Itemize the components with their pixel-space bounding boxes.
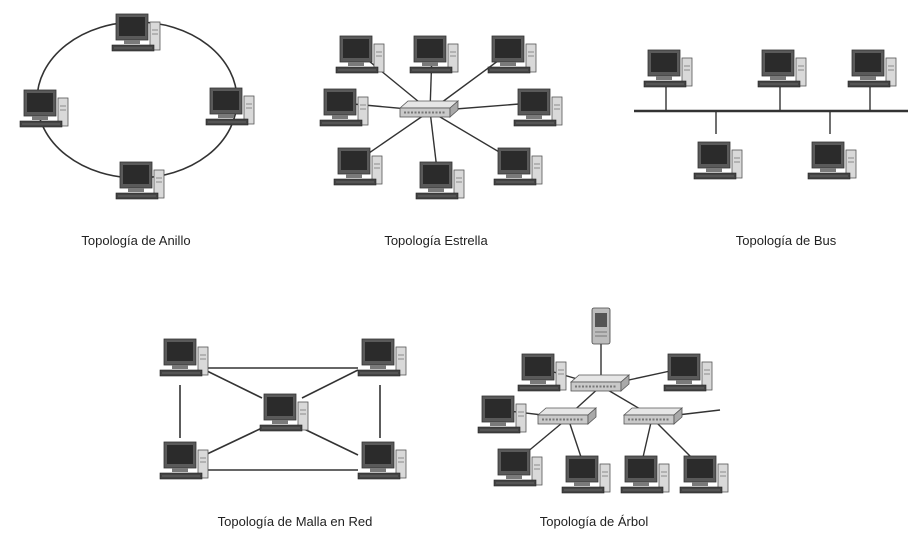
computer-icon xyxy=(757,49,807,88)
computer-icon xyxy=(319,88,369,127)
computer-icon xyxy=(513,88,563,127)
computer-icon xyxy=(415,161,465,200)
mesh-topology-caption: Topología de Malla en Red xyxy=(217,514,373,529)
server-tower-icon xyxy=(591,307,611,345)
computer-icon xyxy=(159,338,209,377)
computer-icon xyxy=(357,338,407,377)
computer-icon xyxy=(335,35,385,74)
computer-icon xyxy=(409,35,459,74)
computer-icon xyxy=(357,441,407,480)
computer-icon xyxy=(493,147,543,186)
computer-icon xyxy=(259,393,309,432)
network-switch-icon xyxy=(399,100,459,118)
computer-icon xyxy=(620,455,670,494)
ring-topology-caption: Topología de Anillo xyxy=(81,233,191,248)
computer-icon xyxy=(561,455,611,494)
computer-icon xyxy=(693,141,743,180)
mesh-links xyxy=(179,367,381,471)
computer-icon xyxy=(115,161,165,200)
computer-icon xyxy=(19,89,69,128)
network-switch-icon xyxy=(623,407,683,425)
computer-icon xyxy=(493,448,543,487)
computer-icon xyxy=(679,455,729,494)
computer-icon xyxy=(333,147,383,186)
ring-topology xyxy=(19,13,255,200)
tree-topology-caption: Topología de Árbol xyxy=(539,514,649,529)
computer-icon xyxy=(205,87,255,126)
computer-icon xyxy=(111,13,161,52)
computer-icon xyxy=(487,35,537,74)
star-topology-caption: Topología Estrella xyxy=(384,233,488,248)
computer-icon xyxy=(517,353,567,392)
computer-icon xyxy=(807,141,857,180)
bus-topology-caption: Topología de Bus xyxy=(735,233,837,248)
computer-icon xyxy=(477,395,527,434)
computer-icon xyxy=(847,49,897,88)
tree-topology xyxy=(477,307,729,494)
network-switch-icon xyxy=(570,374,630,392)
star-topology xyxy=(319,35,563,200)
computer-icon xyxy=(663,353,713,392)
computer-icon xyxy=(643,49,693,88)
mesh-topology xyxy=(159,338,407,480)
network-switch-icon xyxy=(537,407,597,425)
computer-icon xyxy=(159,441,209,480)
bus-topology xyxy=(634,49,908,180)
